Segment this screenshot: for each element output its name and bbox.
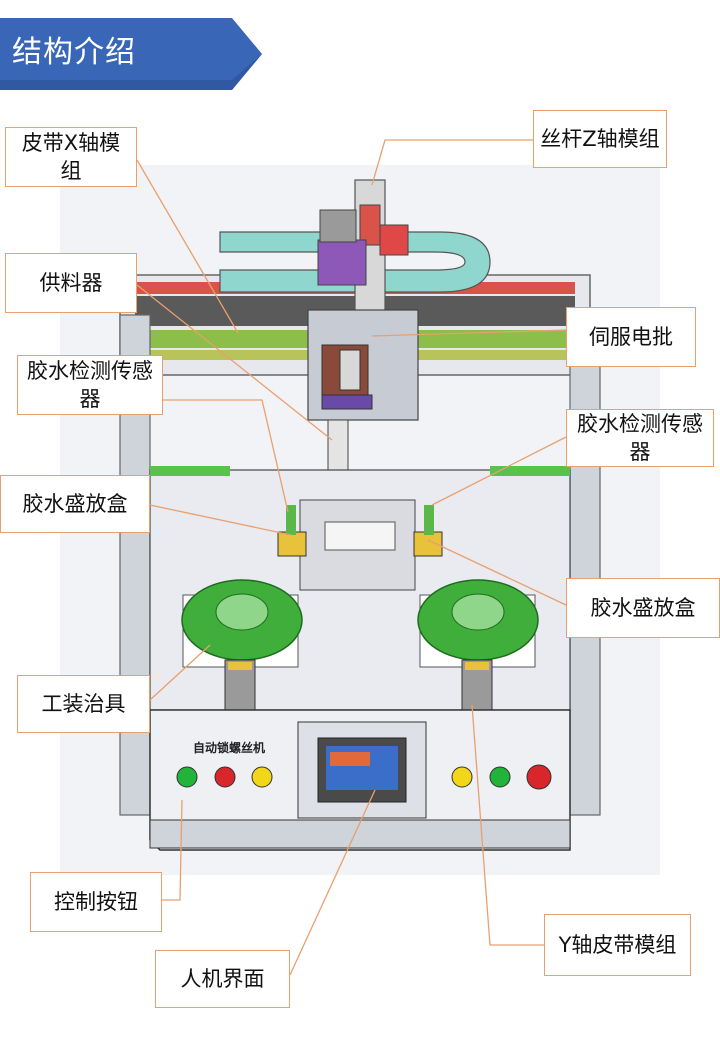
cable-chain xyxy=(219,231,491,293)
label-hmi: 人机界面 xyxy=(155,950,290,1008)
jig-right-hub xyxy=(451,593,505,631)
label-belt-x-module: 皮带X轴模组 xyxy=(5,127,137,187)
machine-name: 自动锁螺丝机 xyxy=(193,740,265,755)
servo-motor xyxy=(317,239,367,286)
stop-button xyxy=(214,766,236,788)
z-red-plate xyxy=(379,224,409,256)
green-strip-right xyxy=(490,466,570,476)
hmi-screen-widget xyxy=(330,752,370,766)
screwdriver-shaft xyxy=(339,349,361,391)
sensor-right-shape xyxy=(424,505,434,535)
label-fixture: 工装治具 xyxy=(17,675,150,733)
motor-cap xyxy=(319,209,357,243)
green-strip-left xyxy=(150,466,230,476)
leader-lines xyxy=(136,139,567,976)
label-y-belt-module: Y轴皮带模组 xyxy=(544,914,691,976)
y-belt-right-yellow xyxy=(465,662,489,670)
section-banner xyxy=(0,18,262,90)
right-post xyxy=(569,314,601,816)
section-title: 结构介绍 xyxy=(12,35,136,70)
label-glue-sensor-left: 胶水检测传感器 xyxy=(17,355,163,415)
label-glue-sensor-right: 胶水检测传感器 xyxy=(566,409,714,467)
z-red-block xyxy=(359,204,381,246)
label-servo-screwdriver: 伺服电批 xyxy=(566,307,696,367)
base xyxy=(149,819,571,849)
label-glue-box-left: 胶水盛放盒 xyxy=(0,475,150,533)
center-plate xyxy=(324,521,396,551)
reset-button xyxy=(251,766,273,788)
button-yellow-right xyxy=(451,766,473,788)
start-button xyxy=(176,766,198,788)
jig-left-hub xyxy=(215,593,269,631)
sensor-left-shape xyxy=(286,505,296,535)
label-control-buttons: 控制按钮 xyxy=(30,872,162,932)
label-feeder: 供料器 xyxy=(5,253,137,313)
y-belt-left-yellow xyxy=(228,662,252,670)
label-screw-z-module: 丝杆Z轴模组 xyxy=(533,110,667,168)
emergency-stop xyxy=(526,764,552,790)
button-green-right xyxy=(489,766,511,788)
screwdriver-collar xyxy=(321,394,373,410)
glue-box-left-shape xyxy=(277,531,307,557)
label-glue-box-right: 胶水盛放盒 xyxy=(566,578,720,638)
